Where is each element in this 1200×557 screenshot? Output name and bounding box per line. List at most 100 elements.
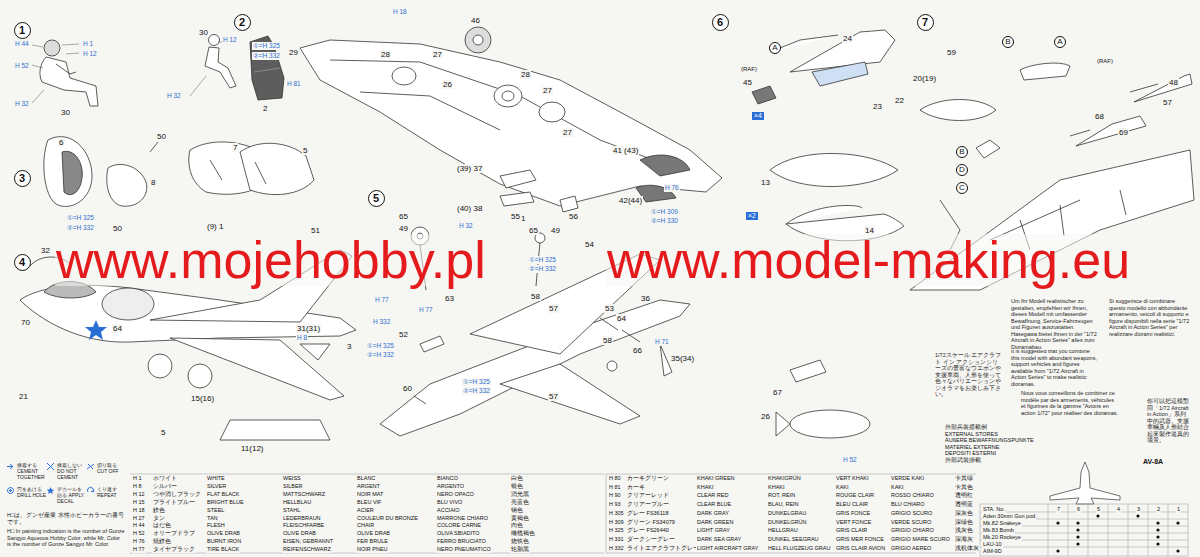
table-cell: H 332 (608, 545, 625, 552)
part-number: (9) 1 (206, 222, 224, 231)
station-dots-shape (1156, 535, 1159, 538)
table-cell: DUNKEL SEEGRAU (767, 536, 820, 543)
table-cell: TIRE BLACK (206, 546, 240, 553)
table-cell: H 80 (608, 475, 622, 482)
station-dots-shape (1136, 514, 1139, 517)
node-text: B (1005, 38, 1010, 46)
table-cell: LIGHT GRAY (696, 527, 731, 534)
step7-art-shape (1020, 63, 1070, 80)
node-text: 1 (19, 25, 25, 36)
part-number: 52 (398, 330, 409, 339)
part-number: 68 (1094, 112, 1105, 121)
table-cell: NERO OPACO (436, 491, 475, 498)
table-cell: H 331 (608, 536, 625, 543)
part-number: 58 (602, 336, 613, 345)
step2-art-shape (465, 27, 491, 53)
node-text: A (1057, 38, 1062, 46)
table-cell: グリーン FS34079 (626, 519, 676, 526)
legend-symbol (47, 463, 54, 470)
step2-art-shape (330, 60, 680, 170)
table-cell: OLIVE DRAB (206, 530, 241, 537)
paint-table-grid-shape (980, 504, 1188, 556)
table-cell: ACCIAIO (436, 507, 461, 514)
table-cell: GRIS CLAIR AVION (835, 545, 886, 552)
station-dots-shape (1176, 549, 1179, 552)
part-number: 6 (58, 138, 64, 147)
node-text: B (959, 148, 964, 156)
table-cell: VERDE KAKI (890, 475, 925, 482)
table-cell: ROT, REIN (767, 492, 796, 499)
part-number: 57 (548, 304, 559, 313)
table-cell: 6 (1076, 506, 1081, 513)
part-number: 7 (232, 143, 238, 152)
paint-code: H 52 (842, 456, 858, 464)
table-cell: 鉄色 (152, 507, 166, 514)
table-cell: GRIS CLAIR (835, 527, 868, 534)
option-marker: D (956, 164, 968, 176)
step-number: 6 (712, 14, 729, 31)
table-cell: DARK GRAY (696, 510, 730, 517)
table-cell: WHITE (206, 475, 226, 482)
step-number: 5 (368, 190, 385, 207)
paint-code: H 12 (82, 50, 98, 58)
table-cell: 2 (1156, 506, 1161, 513)
step2-art-shape (300, 40, 722, 206)
table-cell: Mk.20 Rockeye (982, 534, 1022, 541)
table-cell: SILVER (206, 483, 227, 490)
paint-code: H 77 (418, 306, 434, 314)
paint-code: ①=H 325 (528, 256, 557, 264)
part-number: 49 (398, 224, 409, 233)
part-number: 50 (156, 132, 167, 141)
table-cell: LEDERBRAUN (282, 515, 322, 522)
table-cell: H 27 (132, 515, 146, 522)
step7-art-shape (1070, 116, 1146, 146)
table-cell: ダークシーグレー (626, 536, 676, 543)
part-number: 54 (584, 240, 595, 249)
part-number: 58 (530, 292, 541, 301)
table-cell: シルバー (152, 483, 178, 490)
table-cell: H 52 (132, 530, 146, 537)
station-dots-shape (1096, 514, 1099, 517)
step-number: 1 (14, 22, 31, 39)
table-cell: KAKI (890, 484, 905, 491)
step6-art-shape (752, 86, 776, 104)
table-cell: CLEAR RED (696, 492, 729, 499)
table-cell: 透明红 (954, 492, 974, 499)
legend-icon (6, 462, 15, 471)
part-number: 49 (550, 226, 561, 235)
step5-art (380, 196, 690, 436)
table-cell: KHAKI (767, 484, 786, 491)
paint-code: H 8 (296, 334, 308, 342)
table-cell: 浅机体灰 (954, 545, 980, 552)
part-number: 27 (432, 50, 443, 59)
table-cell: オリーブドラブ (152, 530, 196, 537)
part-number: 26 (442, 80, 453, 89)
quantity-badge: ×4 (752, 112, 764, 120)
table-cell: GRIGIO AEREO (890, 545, 932, 552)
table-cell: 外部武裝掛載 (944, 457, 982, 464)
table-cell: BIANCO (436, 475, 459, 482)
table-cell: HELLGRAU (767, 527, 799, 534)
node-text: C (959, 184, 965, 192)
station-dots (1056, 514, 1179, 552)
paint-code: H 32 (458, 222, 474, 230)
paint-table-grid (130, 474, 1188, 556)
note-text: 1/72スケール エアクラフト イン アクションシリーズの豊富なウエポンや支援車… (934, 352, 1004, 398)
table-cell: STEEL (206, 507, 225, 514)
part-number: 28 (380, 50, 391, 59)
table-cell: 4 (1116, 506, 1121, 513)
option-marker: C (956, 182, 968, 194)
part-number: 11(12) (240, 444, 265, 453)
paint-code: H 18 (392, 8, 408, 16)
part-number: 27 (562, 128, 573, 137)
step-number: 4 (14, 254, 31, 271)
step2-art-shape (502, 91, 514, 101)
table-cell: 亮蓝色 (510, 499, 530, 506)
table-cell: 5 (1096, 506, 1101, 513)
step1-art-shape (254, 68, 280, 72)
part-number: 24 (842, 34, 853, 43)
step6-art-shape (812, 62, 868, 86)
table-cell: NOIR PNEU (356, 546, 389, 553)
step1-art-shape (190, 42, 232, 96)
table-cell: ARGENT (356, 483, 381, 490)
